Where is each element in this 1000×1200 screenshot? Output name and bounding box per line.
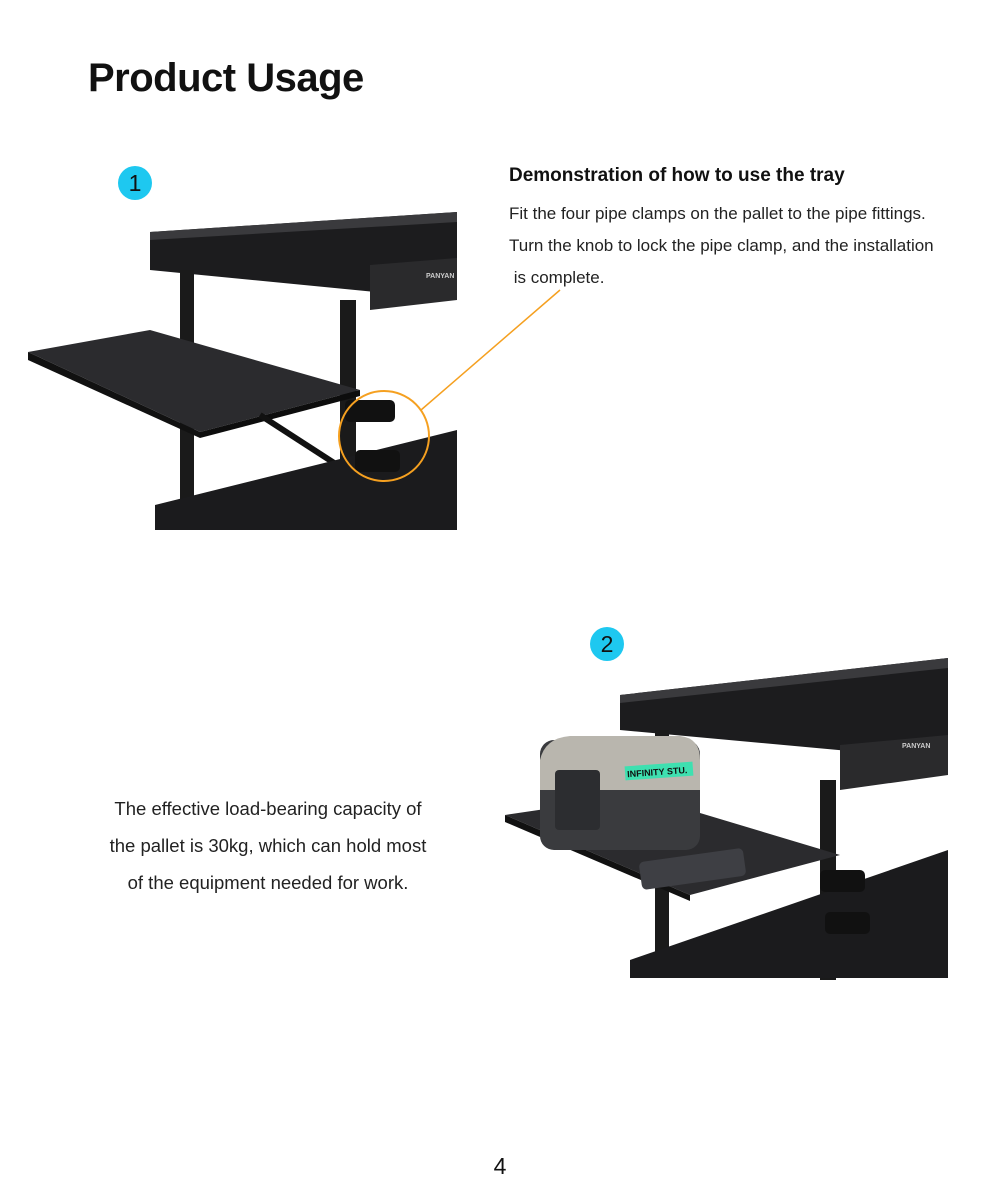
brand-label-2: PANYAN bbox=[902, 743, 930, 750]
step-1-badge: 1 bbox=[118, 166, 152, 200]
cart-illustration-1: PANYAN bbox=[28, 212, 457, 530]
cart-illustration-2: INFINITY STU. PANYAN bbox=[505, 658, 948, 980]
callout-circle bbox=[338, 390, 430, 482]
step-1-heading: Demonstration of how to use the tray bbox=[509, 165, 845, 186]
step-1-line-1: Fit the four pipe clamps on the pallet t… bbox=[509, 204, 926, 223]
callout-line bbox=[420, 289, 561, 411]
step-1-line-3: is complete. bbox=[509, 268, 605, 287]
page-title: Product Usage bbox=[88, 56, 364, 100]
step-2-badge: 2 bbox=[590, 627, 624, 661]
device-label: INFINITY STU. bbox=[627, 765, 688, 779]
brand-label-1: PANYAN bbox=[426, 273, 454, 280]
step-2-line-1: The effective load-bearing capacity of bbox=[114, 798, 422, 819]
step-2-line-2: the pallet is 30kg, which can hold most bbox=[109, 835, 427, 856]
step-2-line-3: of the equipment needed for work. bbox=[127, 872, 409, 893]
step-2-description: The effective load-bearing capacity of t… bbox=[60, 790, 476, 901]
page-number: 4 bbox=[493, 1153, 507, 1179]
step-1-line-2: Turn the knob to lock the pipe clamp, an… bbox=[509, 236, 934, 255]
